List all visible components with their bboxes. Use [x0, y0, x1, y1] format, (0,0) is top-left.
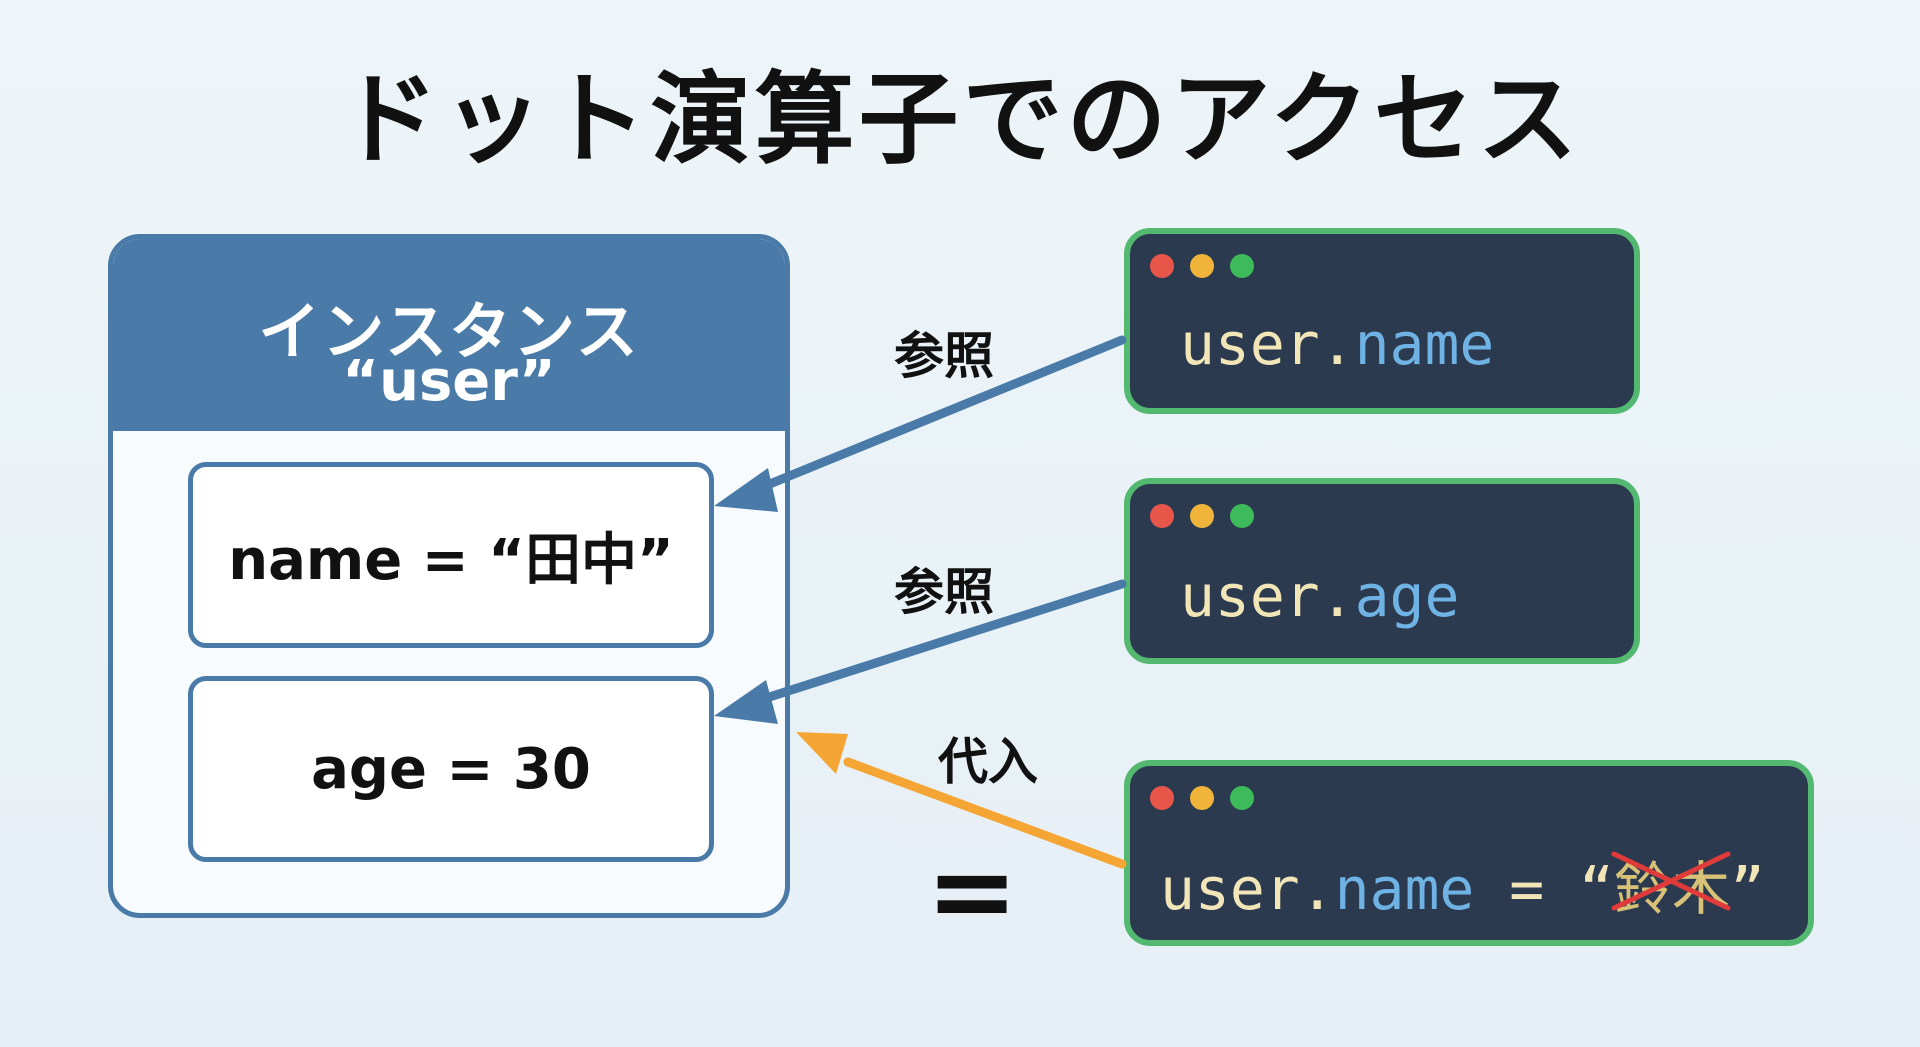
code-dot-operator: .	[1319, 310, 1355, 378]
close-dot-icon	[1150, 254, 1174, 278]
minimize-dot-icon	[1190, 786, 1214, 810]
reference-label: 参照	[894, 327, 994, 385]
struck-value: 鈴木	[1611, 842, 1731, 926]
code-quote-close: ”	[1730, 855, 1765, 923]
code-object: user	[1160, 855, 1300, 923]
code-property: age	[1354, 562, 1460, 630]
code-object: user	[1180, 310, 1320, 378]
code-assign-operator: =	[1474, 855, 1580, 923]
code-line: user.name	[1180, 310, 1494, 378]
instance-label: インスタンス	[258, 295, 640, 368]
strike-x-icon	[1611, 851, 1731, 911]
maximize-dot-icon	[1230, 504, 1254, 528]
minimize-dot-icon	[1190, 504, 1214, 528]
instance-variable-name: “user”	[342, 349, 556, 414]
field-age: age = 30	[188, 676, 714, 862]
assignment-arrowhead-icon	[796, 732, 848, 774]
code-dot-operator: .	[1319, 562, 1355, 630]
code-box-name-assignment: user.name = “鈴木”	[1124, 760, 1814, 946]
code-dot-operator: .	[1299, 855, 1335, 923]
reference-label: 参照	[894, 563, 994, 621]
maximize-dot-icon	[1230, 786, 1254, 810]
window-dots	[1150, 786, 1270, 810]
minimize-dot-icon	[1190, 254, 1214, 278]
window-dots	[1150, 504, 1270, 528]
instance-header: インスタンス “user”	[113, 239, 785, 431]
code-property: name	[1354, 310, 1495, 378]
maximize-dot-icon	[1230, 254, 1254, 278]
field-name: name = “田中”	[188, 462, 714, 648]
window-dots	[1150, 254, 1270, 278]
close-dot-icon	[1150, 786, 1174, 810]
code-object: user	[1180, 562, 1320, 630]
page-title: ドット演算子でのアクセス	[338, 61, 1582, 178]
equals-symbol: =	[926, 827, 1019, 955]
code-quote-open: “	[1579, 855, 1614, 923]
assignment-label: 代入	[938, 733, 1038, 791]
code-box-name-reference: user.name	[1124, 228, 1640, 414]
code-property: name	[1334, 855, 1475, 923]
code-line: user.name = “鈴木”	[1160, 842, 1765, 926]
struck-value-text: 鈴木	[1613, 855, 1730, 923]
code-line: user.age	[1180, 562, 1459, 630]
close-dot-icon	[1150, 504, 1174, 528]
code-box-age-reference: user.age	[1124, 478, 1640, 664]
